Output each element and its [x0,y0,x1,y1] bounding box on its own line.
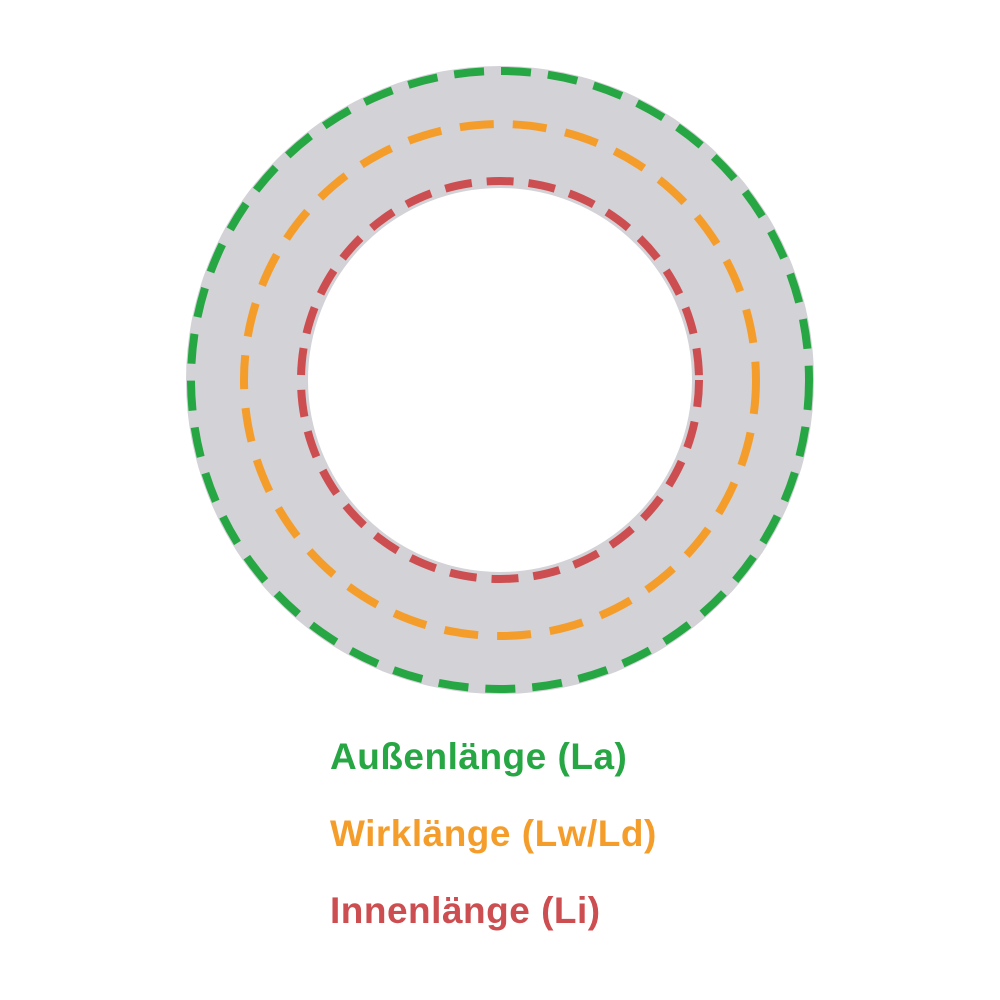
legend-effective-length: Wirklänge (Lw/Ld) [330,813,657,854]
belt-ring [186,66,814,694]
outer-length-circle [187,67,813,693]
effective-length-circle [240,120,760,640]
legend-outer-length: Außenlänge (La) [330,736,628,777]
legend: Außenlänge (La) Wirklänge (Lw/Ld) Innenl… [330,738,657,929]
legend-inner-length: Innenlänge (Li) [330,890,601,931]
inner-length-circle [297,177,703,583]
